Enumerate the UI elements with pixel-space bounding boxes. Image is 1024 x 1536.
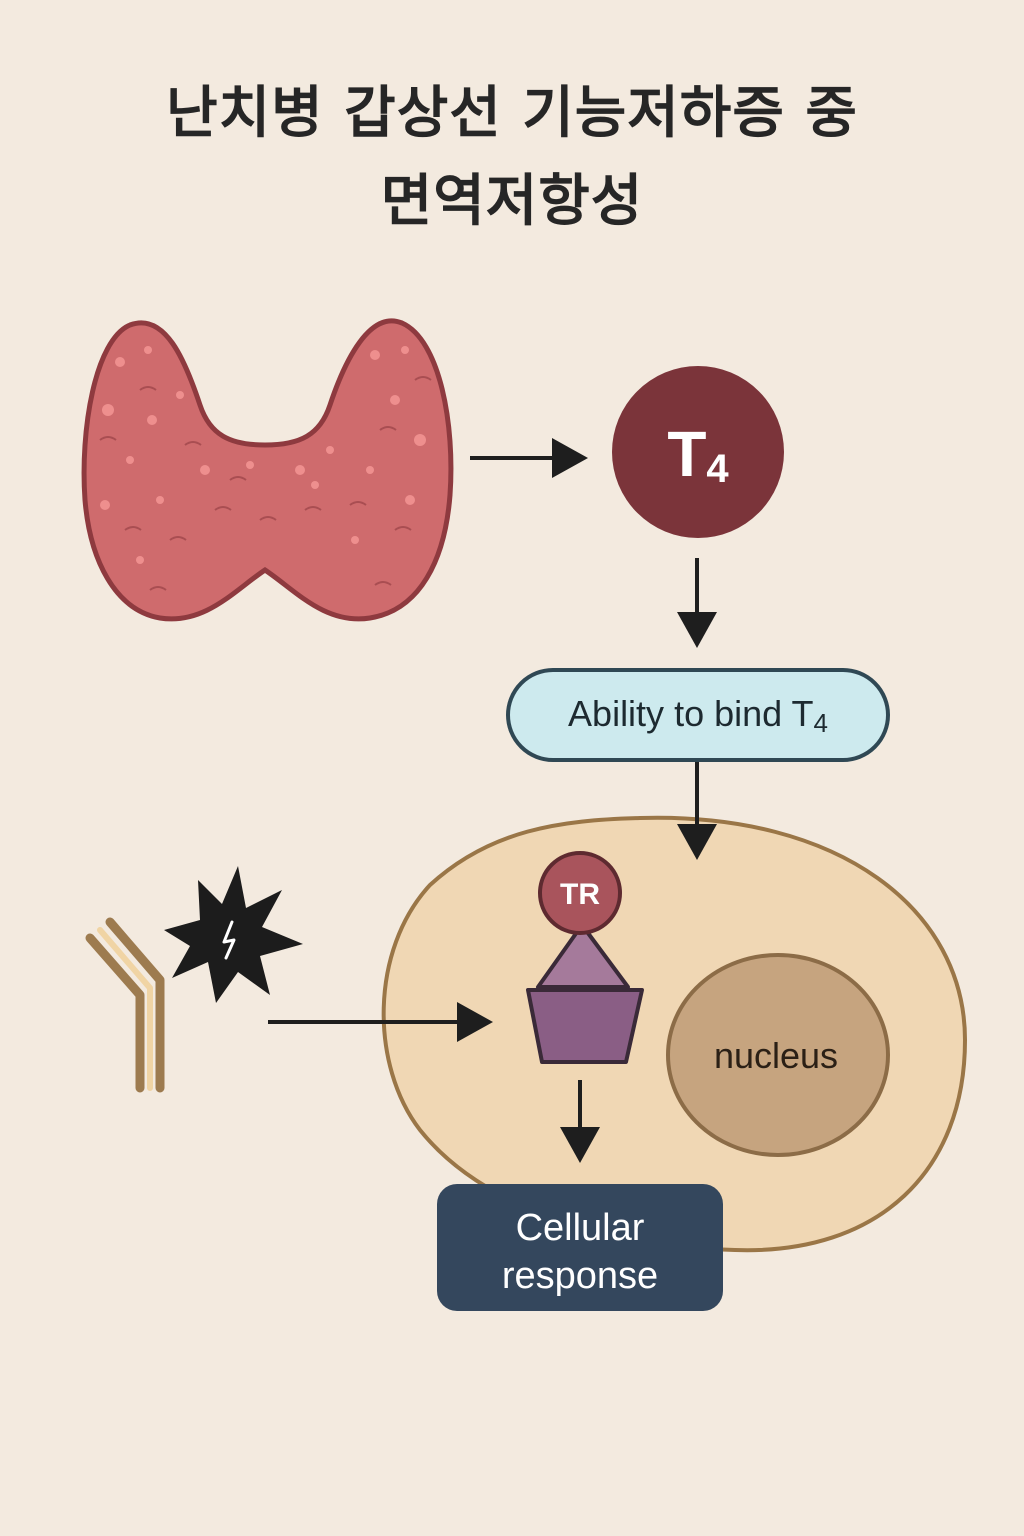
antibody-icon <box>85 917 165 1093</box>
thyroid-receptor: TR <box>526 851 644 1064</box>
response-line-1: Cellular <box>516 1207 645 1249</box>
response-line-2: response <box>502 1255 658 1297</box>
receptor-top-triangle <box>536 923 630 989</box>
svg-text:Ability to bind T4: Ability to bind T4 <box>568 693 828 738</box>
title-line-2: 면역저항성 <box>380 169 644 234</box>
tr-label: TR <box>560 878 600 911</box>
cellular-response-box: Cellular response <box>437 1184 723 1311</box>
diagram-title: 난치병 갑상선 기능저하증 중 면역저항성 <box>40 70 984 246</box>
nucleus: nucleus <box>666 953 890 1157</box>
svg-text:T4: T4 <box>667 418 729 491</box>
t4-circle <box>612 366 784 538</box>
title-line-1: 난치병 갑상선 기능저하증 중 <box>166 81 858 146</box>
binding-label: Ability to bind T <box>568 693 813 734</box>
receptor-base <box>526 988 644 1064</box>
tr-circle <box>538 851 622 935</box>
burst-icon <box>164 866 303 1003</box>
t4-subscript: 4 <box>706 447 729 491</box>
t4-label: T <box>667 418 706 490</box>
nucleus-label: nucleus <box>714 1035 838 1076</box>
thyroid-gland-icon <box>81 318 454 622</box>
binding-subscript: 4 <box>814 708 828 738</box>
t4-hormone: T4 <box>612 366 784 538</box>
binding-ability-box: Ability to bind T4 <box>506 668 890 762</box>
